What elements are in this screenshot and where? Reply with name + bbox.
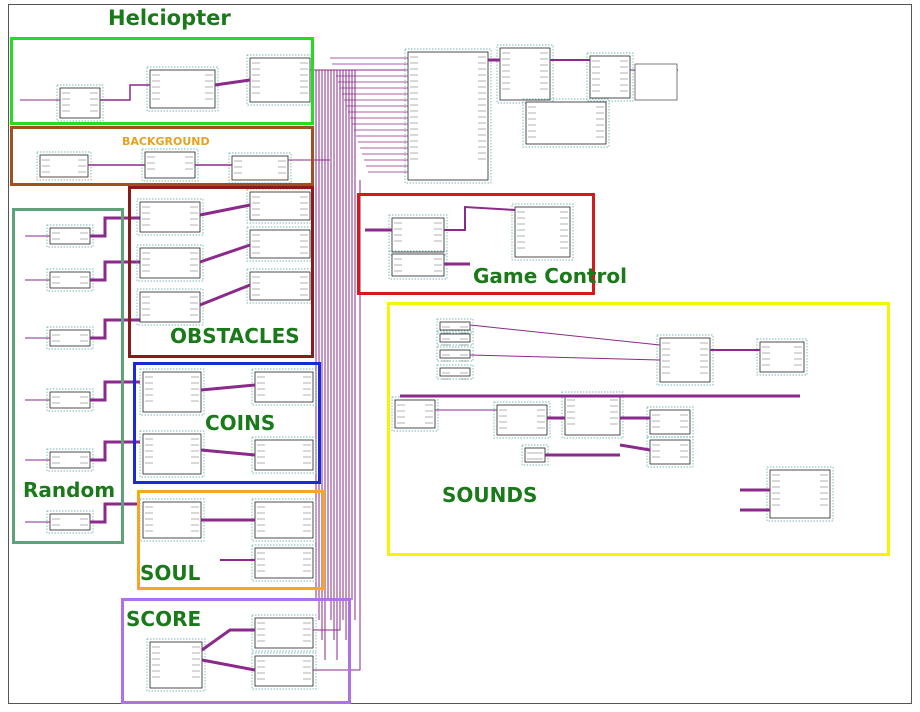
game-control-label: Game Control <box>473 264 627 288</box>
module-dotted-outline <box>756 338 808 376</box>
module-block <box>439 349 471 359</box>
module-block <box>249 57 311 103</box>
module-dotted-outline <box>766 466 834 522</box>
wire <box>214 78 251 87</box>
module-block <box>439 367 471 377</box>
module-dotted-outline <box>246 226 314 262</box>
module-block <box>514 206 571 258</box>
module-block <box>142 433 202 475</box>
module-dotted-outline <box>251 652 317 690</box>
module-dotted-outline <box>251 614 317 652</box>
module-block <box>407 51 489 181</box>
wire <box>200 383 256 392</box>
module-dotted-outline <box>251 368 317 406</box>
soul-group-box <box>137 490 325 590</box>
sounds-group-box <box>387 302 890 556</box>
wire <box>469 324 661 346</box>
module-dotted-outline <box>522 98 610 148</box>
helicopter-label: Helciopter <box>108 6 231 30</box>
schematic-frame <box>8 4 912 704</box>
wire <box>313 180 361 671</box>
obstacles-label: OBSTACLES <box>170 324 300 348</box>
module-block <box>149 69 216 109</box>
coins-label: COINS <box>205 411 276 435</box>
wire <box>469 354 661 361</box>
module-dotted-outline <box>146 638 206 692</box>
wire <box>199 203 251 217</box>
module-dotted-outline <box>436 346 474 362</box>
module-block <box>439 333 471 343</box>
module-block <box>249 191 311 221</box>
module-block <box>231 155 289 181</box>
module-dotted-outline <box>391 396 439 432</box>
module-dotted-outline <box>511 203 574 261</box>
module-dotted-outline <box>251 544 317 582</box>
module-dotted-outline <box>436 318 474 334</box>
module-block <box>649 439 691 465</box>
module-dotted-outline <box>561 391 624 439</box>
module-dotted-outline <box>251 436 317 474</box>
module-block <box>659 337 711 383</box>
helicopter-group-box <box>10 37 314 125</box>
score-group-box <box>121 598 351 704</box>
wire <box>199 283 251 307</box>
module-block <box>769 469 831 519</box>
wire <box>199 243 251 264</box>
module-dotted-outline <box>436 330 474 346</box>
obstacles-group-box <box>128 186 314 358</box>
module-block <box>249 271 311 301</box>
module-dotted-outline <box>36 151 92 181</box>
game-control-group-box <box>357 193 595 295</box>
score-label: SCORE <box>126 607 202 631</box>
module-block <box>394 399 436 429</box>
wire <box>201 628 255 652</box>
module-block <box>499 47 551 101</box>
module-dotted-outline <box>436 364 474 380</box>
table-block <box>634 63 678 101</box>
module-block <box>144 151 196 179</box>
module-dotted-outline <box>404 48 492 184</box>
background-group-box <box>10 126 314 186</box>
module-block <box>589 55 631 99</box>
wire <box>201 658 256 672</box>
module-dotted-outline <box>646 406 694 438</box>
wire <box>100 84 150 101</box>
module-block <box>142 501 202 539</box>
module-dotted-outline <box>146 66 219 112</box>
wire <box>200 448 256 457</box>
random-label: Random <box>23 478 116 502</box>
module-dotted-outline <box>56 84 104 122</box>
soul-label: SOUL <box>140 561 201 585</box>
module-dotted-outline <box>136 198 204 236</box>
module-dotted-outline <box>493 401 551 439</box>
wire <box>619 443 651 452</box>
module-dotted-outline <box>139 368 205 416</box>
module-block <box>564 394 621 436</box>
coins-group-box <box>133 362 321 484</box>
module-dotted-outline <box>136 288 204 326</box>
module-dotted-outline <box>136 244 204 282</box>
wire <box>444 205 516 231</box>
module-block <box>525 101 607 145</box>
module-dotted-outline <box>586 52 634 102</box>
module-block <box>254 501 314 539</box>
module-block <box>649 409 691 435</box>
module-dotted-outline <box>496 44 554 104</box>
module-block <box>249 229 311 259</box>
module-dotted-outline <box>139 430 205 478</box>
background-label: BACKGROUND <box>122 135 210 148</box>
wire <box>313 600 341 631</box>
module-block <box>142 371 202 413</box>
sounds-label: SOUNDS <box>442 483 538 507</box>
random-group-box <box>12 208 124 544</box>
module-block <box>39 154 89 178</box>
module-dotted-outline <box>646 436 694 468</box>
module-dotted-outline <box>251 498 317 542</box>
module-block <box>439 321 471 331</box>
